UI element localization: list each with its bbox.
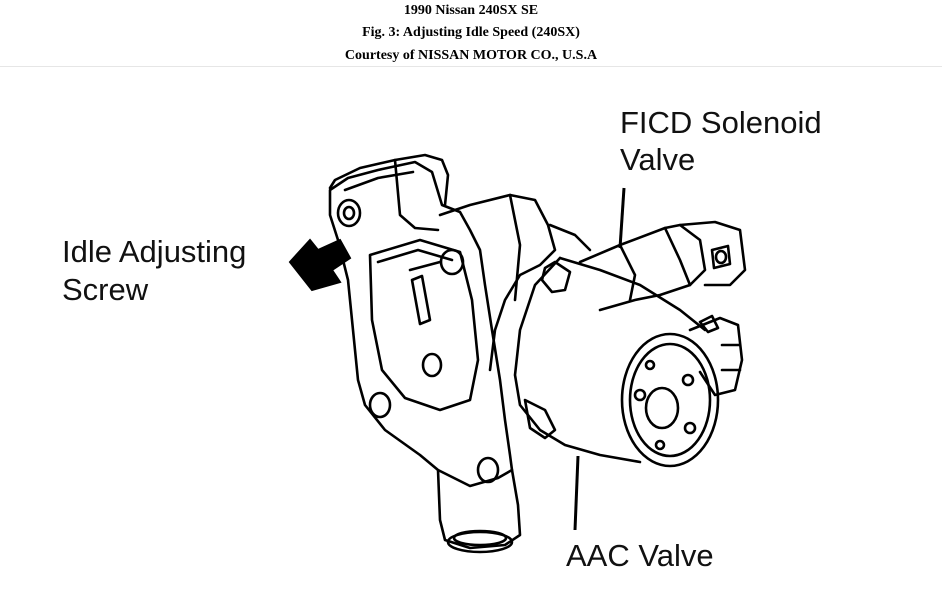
vehicle-title: 1990 Nissan 240SX SE <box>403 3 539 18</box>
label-idle-adjusting-screw-line2: Screw <box>62 272 149 307</box>
bolt-hole <box>476 456 500 484</box>
aac-connector <box>688 316 744 397</box>
hose-outlet <box>436 468 522 550</box>
label-idle-adjusting-screw-line1: Idle Adjusting <box>62 234 246 269</box>
figure-caption: Fig. 3: Adjusting Idle Speed (240SX) <box>362 25 580 40</box>
aac-valve-face <box>620 332 720 468</box>
throttle-flange <box>328 160 514 488</box>
bolt-hole <box>439 248 465 276</box>
label-aac-valve: AAC Valve <box>566 538 714 573</box>
figure-header: 1990 Nissan 240SX SE Fig. 3: Adjusting I… <box>0 0 942 67</box>
ficd-solenoid <box>578 223 707 312</box>
ficd-leader-line <box>618 187 626 249</box>
label-ficd-solenoid-valve-line1: FICD Solenoid <box>620 105 822 140</box>
valve-body <box>438 193 557 372</box>
ficd-connector <box>678 220 747 287</box>
bolt-hole <box>368 391 392 419</box>
aac-valve-cylinder <box>513 256 642 464</box>
adjusting-screw-arrow <box>288 238 352 292</box>
aac-leader-line <box>573 455 580 531</box>
label-ficd-solenoid-valve-line2: Valve <box>620 142 695 177</box>
bolt-hole <box>336 198 362 228</box>
bolt-hole <box>342 205 356 221</box>
adjust-slot <box>410 274 432 326</box>
bolt-hole <box>421 352 443 378</box>
figure-courtesy: Courtesy of NISSAN MOTOR CO., U.S.A <box>344 48 598 63</box>
flange-opening <box>368 238 480 412</box>
